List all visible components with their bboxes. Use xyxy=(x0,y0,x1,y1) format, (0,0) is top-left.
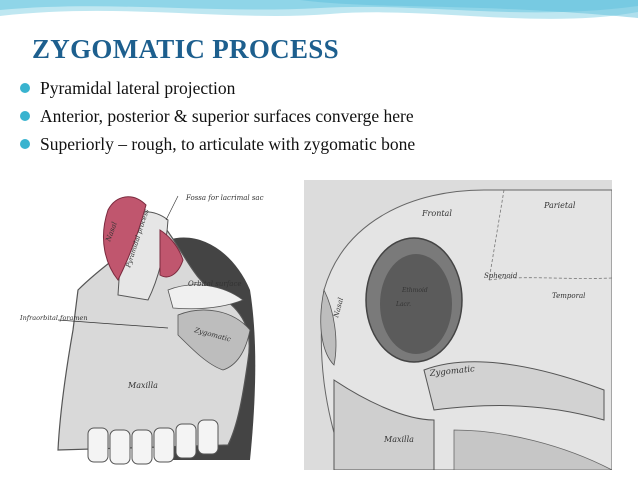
skull-illustration: Frontal Parietal Sphenoid Temporal Ethmo… xyxy=(304,180,612,470)
label-maxilla: Maxilla xyxy=(127,381,158,390)
bullet-item: Pyramidal lateral projection xyxy=(18,74,415,102)
label-frontal: Frontal xyxy=(421,209,452,218)
label-sphenoid: Sphenoid xyxy=(484,272,518,280)
label-parietal: Parietal xyxy=(543,201,576,210)
label-ethmoid: Ethmoid xyxy=(401,287,428,294)
bullet-item: Anterior, posterior & superior surfaces … xyxy=(18,102,415,130)
label-zygomatic-right: Zygomatic xyxy=(428,364,475,379)
label-orbital-surface: Orbital surface xyxy=(188,280,242,288)
header-wave-decoration xyxy=(0,0,638,19)
maxilla-illustration: Fossa for lacrimal sac Nasal Pyramidal p… xyxy=(18,180,286,470)
bullet-dot-icon xyxy=(20,139,30,149)
slide-title: ZYGOMATIC PROCESS xyxy=(32,34,339,64)
label-maxilla-right: Maxilla xyxy=(383,435,414,444)
bullet-list: Pyramidal lateral projection Anterior, p… xyxy=(18,74,415,158)
bullet-item: Superiorly – rough, to articulate with z… xyxy=(18,130,415,158)
label-temporal: Temporal xyxy=(552,292,585,300)
label-lacrimal: Lacr. xyxy=(395,301,411,308)
label-infraorbital-foramen: Infraorbital foramen xyxy=(19,314,88,322)
bullet-dot-icon xyxy=(20,83,30,93)
bullet-dot-icon xyxy=(20,111,30,121)
label-fossa: Fossa for lacrimal sac xyxy=(185,194,264,202)
